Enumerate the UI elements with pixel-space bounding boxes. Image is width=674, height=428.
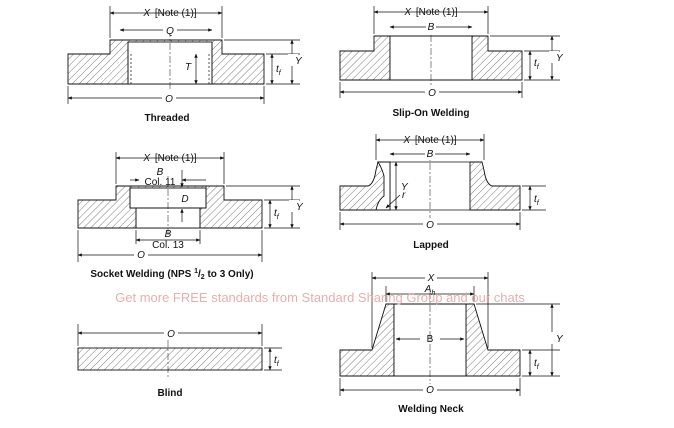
welding-neck-x-label: X [427, 273, 435, 284]
welding-neck-b-label: B [427, 334, 434, 345]
welding-neck-o-label: O [426, 385, 434, 396]
welding-neck-x-label-bg [425, 272, 437, 284]
threaded-thread-lines [130, 54, 210, 84]
threaded-y-label: Y [295, 56, 303, 67]
welding-neck-y-label-bg [549, 332, 559, 344]
slip-on-flange-figure: X [Note (1)] B tf Y O Slip-On Welding [339, 6, 564, 119]
welding-neck-o-label-bg [423, 384, 437, 396]
slip-on-o-label-bg [425, 86, 439, 98]
threaded-caption: Threaded [144, 113, 189, 124]
threaded-y-label-bg [288, 54, 298, 66]
blind-o-label: O [167, 329, 175, 340]
blind-o-extension-lines [77, 324, 263, 346]
blind-caption: Blind [158, 388, 183, 399]
welding-neck-left-section [339, 303, 395, 377]
welding-neck-tf-label: tf [534, 358, 540, 371]
threaded-q-label: Q [166, 26, 174, 37]
lapped-o-label: O [426, 220, 434, 231]
blind-tf-label: tf [274, 355, 280, 368]
lapped-tf-label: tf [534, 194, 540, 207]
lapped-flange-right-section [469, 161, 521, 211]
slip-on-tf-label: tf [534, 58, 540, 71]
welding-neck-o-extension-lines [339, 378, 521, 396]
welding-neck-caption: Welding Neck [398, 404, 464, 415]
socket-weld-caption: Socket Welding (NPS 1/2 to 3 Only) [90, 268, 253, 281]
threaded-q-label-bg [163, 24, 177, 36]
socket-weld-y-label-bg [289, 200, 299, 212]
socket-weld-tf-label: tf [274, 208, 280, 221]
slip-on-b-label-bg [426, 21, 436, 33]
socket-weld-y-label: Y [296, 202, 304, 213]
socket-weld-b-top-label: B [157, 167, 164, 178]
socket-weld-o-label: O [137, 250, 145, 261]
threaded-flange-figure: X [Note (1)] Q T tf Y O Threaded [67, 6, 303, 124]
socket-weld-x-label: X [Note (1)] [142, 153, 196, 164]
socket-weld-col-11-label: Col. 11 [145, 177, 176, 188]
blind-right-extension-lines [264, 347, 282, 371]
threaded-o-extension-lines [67, 86, 265, 104]
slip-on-y-label-bg [549, 51, 559, 63]
lapped-bore-edges [390, 161, 470, 211]
lapped-y-label: Y [401, 182, 409, 193]
slip-on-caption: Slip-On Welding [392, 108, 469, 119]
lapped-o-extension-lines [339, 212, 521, 230]
welding-neck-y-label: Y [556, 334, 564, 345]
welding-neck-ah-label: Ah [424, 284, 436, 297]
lapped-flange-figure: r X [Note (1)] B Y tf O Lapped [339, 134, 546, 251]
watermark-text: Get more FREE standards from Standard Sh… [115, 290, 525, 305]
threaded-o-label: O [165, 94, 173, 105]
lapped-x-label: X [Note (1)] [402, 135, 456, 146]
slip-on-y-label: Y [556, 53, 564, 64]
threaded-o-label-bg [162, 92, 176, 104]
lapped-b-label: B [427, 149, 434, 160]
threaded-tf-label: tf [276, 64, 282, 77]
slip-on-o-extension-lines [339, 82, 523, 98]
blind-flange-figure: O tf Blind [77, 324, 282, 399]
lapped-o-label-bg [423, 218, 437, 230]
threaded-t-label: T [185, 62, 192, 73]
blind-o-label-bg [164, 327, 178, 339]
lapped-right-extension-lines [522, 185, 546, 211]
threaded-x-label: X [Note (1)] [142, 8, 196, 19]
lapped-flange-lap-clearance [375, 161, 391, 211]
socket-weld-o-label-bg [134, 249, 148, 261]
socket-weld-d-label: D [181, 194, 188, 205]
socket-weld-b-bottom-label: B [165, 229, 172, 240]
welding-neck-x-extension-lines [371, 272, 489, 348]
lapped-r-label: r [402, 190, 406, 201]
socket-weld-col-13-label: Col. 13 [152, 240, 184, 251]
welding-neck-right-section [465, 303, 521, 377]
slip-on-b-label: B [428, 22, 435, 33]
slip-on-x-label: X [Note (1)] [403, 7, 457, 18]
lapped-caption: Lapped [413, 240, 449, 251]
blind-flange-section [77, 347, 263, 371]
welding-neck-flange-figure: X Ah B Y tf O Welding Neck [339, 272, 564, 415]
lapped-b-label-bg [425, 148, 435, 160]
socket-weld-flange-figure: X [Note (1)] B Col. 11 D B Col. 13 tf Y … [77, 152, 304, 281]
slip-on-o-label: O [428, 88, 436, 99]
threaded-bore-edges [127, 42, 213, 84]
socket-weld-bore-edges [135, 208, 201, 228]
